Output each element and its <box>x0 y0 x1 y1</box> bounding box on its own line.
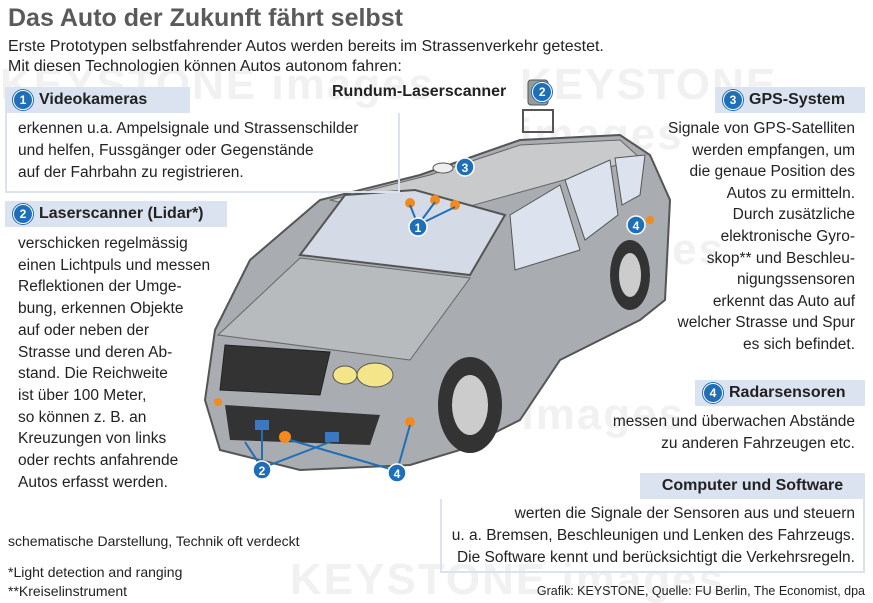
text-line: erkennt das Auto auf <box>712 292 855 310</box>
roof-scanner-label: Rundum-Laserscanner 2 <box>332 82 553 102</box>
text-line: Kreuzungen von links <box>18 430 167 448</box>
text-line: die genaue Position des <box>689 163 855 181</box>
footnote: **Kreiselinstrument <box>8 583 128 599</box>
text-line: bung, erkennen Objekte <box>18 300 184 318</box>
text-line: werten die Signale der Sensoren aus und … <box>514 505 855 522</box>
text-line: Autos erfasst werden. <box>18 473 168 491</box>
text-line: Die Software kennt und berücksichtigt di… <box>456 549 855 566</box>
panel-header-lidar: 2 Laserscanner (Lidar*) <box>5 201 227 227</box>
panel-text-computer: werten die Signale der Sensoren aus und … <box>452 503 855 569</box>
marker-gps: 3 <box>462 161 469 175</box>
text-line: so können z. B. an <box>18 408 147 426</box>
badge: 2 <box>13 204 33 224</box>
text-line: Autos zu ermitteln. <box>726 184 855 202</box>
text-line: zu anderen Fahrzeugen etc. <box>661 435 855 452</box>
text-line: stand. Die Reichweite <box>18 365 168 383</box>
text-line: einen Lichtpuls und messen <box>18 256 211 274</box>
panel-box <box>5 113 400 193</box>
panel-header-gps: 3 GPS-System <box>715 87 865 113</box>
subtitle-line: Mit diesen Technologien können Autos aut… <box>8 58 402 75</box>
text-line: u. a. Bremsen, Beschleunigen und Lenken … <box>451 527 855 544</box>
text-line: skop** und Beschleu- <box>706 249 855 267</box>
panel-heading: Laserscanner (Lidar*) <box>39 205 204 222</box>
panel-text-videokameras: erkennen u.a. Ampelsignale und Strassens… <box>18 118 358 184</box>
text-line: es sich befindet. <box>742 335 855 353</box>
text-line: ist über 100 Meter, <box>18 386 147 404</box>
subtitle-line: Erste Prototypen selbstfahrender Autos w… <box>8 38 604 55</box>
marker-radar-side: 4 <box>633 219 640 233</box>
text-line: auf oder neben der <box>18 321 149 339</box>
text-line: verschicken regelmässig <box>18 235 188 252</box>
footnotes: *Light detection and ranging **Kreiselin… <box>8 563 182 601</box>
panel-heading: Videokameras <box>39 91 148 108</box>
text-line: elektronische Gyro- <box>720 227 855 245</box>
panel-heading: Computer und Software <box>661 477 844 494</box>
text-line: werden empfangen, um <box>692 141 855 159</box>
panel-header-videokameras: 1 Videokameras <box>5 87 190 113</box>
watermark: KEYSTONE images <box>290 555 726 603</box>
badge: 4 <box>703 383 723 403</box>
text-line: messen und überwachen Abstände <box>612 413 855 430</box>
panel-text-gps: Signale von GPS-Satelliten werden empfan… <box>668 118 855 356</box>
text-line: auf der Fahrbahn zu registrieren. <box>18 164 244 181</box>
marker-radar-front: 4 <box>394 467 401 481</box>
text-line: oder rechts anfahrende <box>18 452 179 470</box>
credit: Grafik: KEYSTONE, Quelle: FU Berlin, The… <box>536 584 865 598</box>
panel-heading: Radarsensoren <box>729 384 846 401</box>
panel-header-radar: 4 Radarsensoren <box>695 380 865 406</box>
text-line: Signale von GPS-Satelliten <box>668 120 855 137</box>
roof-scanner-text: Rundum-Laserscanner <box>332 83 507 100</box>
panel-text-lidar: verschicken regelmässig einen Lichtpuls … <box>18 233 210 493</box>
badge: 1 <box>13 90 33 110</box>
text-line: und helfen, Fussgänger oder Gegenstände <box>18 142 314 159</box>
footnote: *Light detection and ranging <box>8 564 183 580</box>
car-body <box>203 79 672 472</box>
car-markers: 1 3 4 2 4 <box>252 157 646 483</box>
marker-lidar-front: 2 <box>259 464 266 478</box>
text-line: Reflektionen der Umge- <box>18 278 182 296</box>
badge: 3 <box>723 90 743 110</box>
text-line: nigungssensoren <box>736 271 855 289</box>
panel-box <box>440 499 865 573</box>
panel-header-computer: Computer und Software <box>640 473 865 499</box>
watermark: KEYSTONE images <box>520 60 778 159</box>
text-line: welcher Strasse und Spur <box>677 314 855 332</box>
marker-camera: 1 <box>415 221 422 235</box>
text-line: Durch zusätzliche <box>732 206 855 224</box>
schematic-note: schematische Darstellung, Technik oft ve… <box>8 533 300 549</box>
badge: 2 <box>532 82 553 102</box>
text-line: Strasse und deren Ab- <box>18 343 173 361</box>
panel-text-radar: messen und überwachen Abstände zu andere… <box>613 411 855 455</box>
page-title: Das Auto der Zukunft fährt selbst <box>8 4 403 32</box>
text-line: erkennen u.a. Ampelsignale und Strassens… <box>18 120 359 137</box>
panel-heading: GPS-System <box>749 91 846 108</box>
